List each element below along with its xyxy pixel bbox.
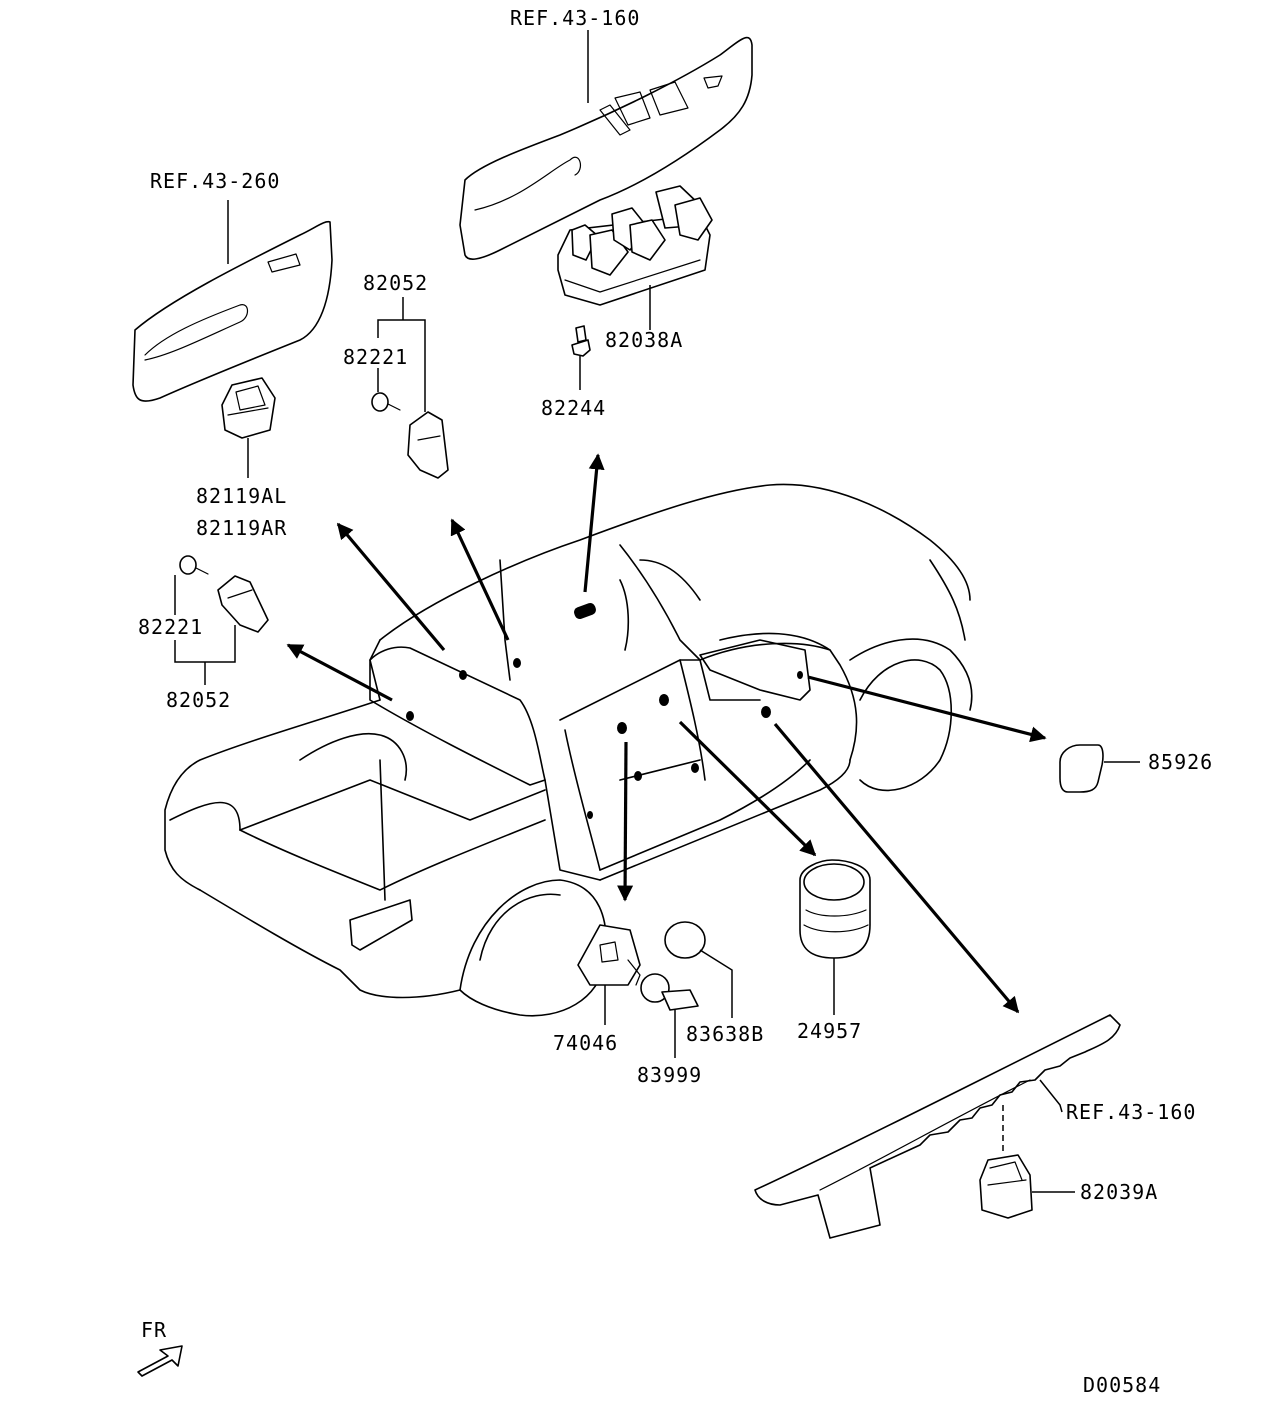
label-82039A: 82039A xyxy=(1080,1180,1158,1204)
label-83999: 83999 xyxy=(637,1063,702,1087)
label-82052-upper: 82052 xyxy=(363,271,428,295)
rear-window-switch-82119 xyxy=(221,377,276,439)
label-82119AL: 82119AL xyxy=(196,484,287,508)
pointer-arrows xyxy=(286,453,1047,1014)
lower-door-trim-panel xyxy=(754,1014,1121,1239)
switch-74046 xyxy=(577,924,641,986)
vehicle-body-outline xyxy=(164,483,973,1017)
switch-knob-24957 xyxy=(799,859,871,959)
label-ref-43-160-top: REF.43-160 xyxy=(510,6,640,30)
label-83638B: 83638B xyxy=(686,1022,764,1046)
cover-cap-85926 xyxy=(1059,744,1104,793)
screw-82221-lower xyxy=(179,555,209,575)
front-door-trim-panel xyxy=(459,36,753,260)
rear-door-trim-panel xyxy=(132,220,333,402)
cap-83638B xyxy=(664,921,706,959)
label-82119AR: 82119AR xyxy=(196,516,287,540)
connector-82052-upper xyxy=(407,411,449,479)
label-82052-lower: 82052 xyxy=(166,688,231,712)
label-82244: 82244 xyxy=(541,396,606,420)
label-82221-upper: 82221 xyxy=(343,345,408,369)
screw-82221-upper xyxy=(371,392,401,412)
part-labels: REF.43-160 REF.43-260 82052 82221 82038A… xyxy=(138,6,1213,1397)
power-window-main-switch xyxy=(557,185,713,306)
label-82221-lower: 82221 xyxy=(138,615,203,639)
connector-82052-lower xyxy=(217,575,269,633)
clip-82244 xyxy=(571,325,591,357)
label-85926: 85926 xyxy=(1148,750,1213,774)
passenger-window-switch-82039A xyxy=(979,1154,1033,1219)
label-82038A: 82038A xyxy=(605,328,683,352)
front-direction-arrow-icon xyxy=(137,1345,183,1377)
label-ref-43-260: REF.43-260 xyxy=(150,169,280,193)
direction-label: FR xyxy=(141,1318,167,1342)
label-74046: 74046 xyxy=(553,1031,618,1055)
label-24957: 24957 xyxy=(797,1019,862,1043)
socket-83999 xyxy=(640,973,699,1011)
drawing-code: D00584 xyxy=(1083,1373,1161,1397)
label-ref-43-160-bottom: REF.43-160 xyxy=(1066,1100,1196,1124)
